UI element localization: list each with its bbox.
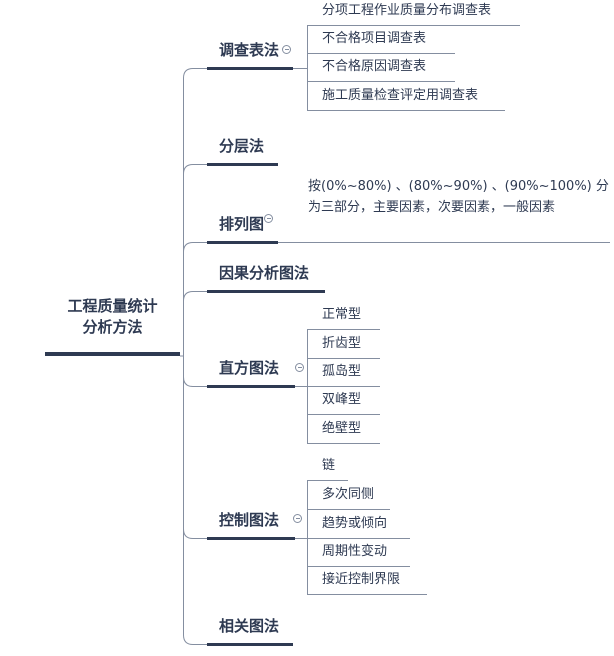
child-item[interactable]: 孤岛型 <box>307 362 380 387</box>
branch-diaochabiaofa[interactable]: 调查表法 <box>207 40 293 70</box>
root-label-line2: 分析方法 <box>82 318 143 336</box>
branch-kongzhitufa[interactable]: 控制图法 <box>207 510 295 540</box>
branch-curve-pailietu <box>183 242 208 253</box>
collapse-icon[interactable] <box>282 45 291 54</box>
branch-zhifangtufa[interactable]: 直方图法 <box>207 358 295 388</box>
child-item[interactable]: 正常型 <box>307 305 380 330</box>
branch-curve-kongzhitu <box>183 528 208 539</box>
branch-curve-fenceng <box>183 164 208 175</box>
child-item[interactable]: 折齿型 <box>307 334 380 359</box>
bracket-diaochabiao <box>293 25 308 111</box>
child-item[interactable]: 双峰型 <box>307 390 380 415</box>
note-item[interactable]: 按(0%~80%) 、(80%~90%) 、(90%~100%) 分为三部分，主… <box>308 179 609 215</box>
collapse-icon[interactable] <box>293 514 302 523</box>
root-label-line1: 工程质量统计 <box>67 297 158 315</box>
child-item[interactable]: 不合格项目调查表 <box>307 29 455 54</box>
child-item[interactable]: 分项工程作业质量分布调查表 <box>307 1 520 26</box>
child-item[interactable]: 趋势或倾向 <box>307 514 410 539</box>
child-item[interactable]: 不合格原因调查表 <box>307 57 455 82</box>
child-item[interactable]: 绝壁型 <box>307 419 380 444</box>
branch-curve-zhifangtu <box>183 376 208 387</box>
branch-curve-yinguo <box>183 291 208 302</box>
child-item[interactable]: 接近控制界限 <box>307 570 427 595</box>
bracket-kongzhitu <box>295 480 308 595</box>
root-node[interactable]: 工程质量统计 分析方法 <box>45 296 180 356</box>
branch-fencengfa[interactable]: 分层法 <box>207 136 278 166</box>
branch-yinguofenxitufa[interactable]: 因果分析图法 <box>207 263 325 293</box>
child-item[interactable]: 链 <box>307 456 348 481</box>
child-item[interactable]: 施工质量检查评定用调查表 <box>307 86 505 111</box>
branch-pailietu[interactable]: 排列图 <box>207 214 278 244</box>
collapse-icon[interactable] <box>295 363 304 372</box>
spine-line <box>183 68 208 645</box>
collapse-icon[interactable] <box>264 214 273 223</box>
child-item[interactable]: 周期性变动 <box>307 542 410 567</box>
bracket-zhifangtu <box>295 329 308 444</box>
branch-xiangguantufa[interactable]: 相关图法 <box>207 616 293 646</box>
child-item[interactable]: 多次同侧 <box>307 485 390 510</box>
